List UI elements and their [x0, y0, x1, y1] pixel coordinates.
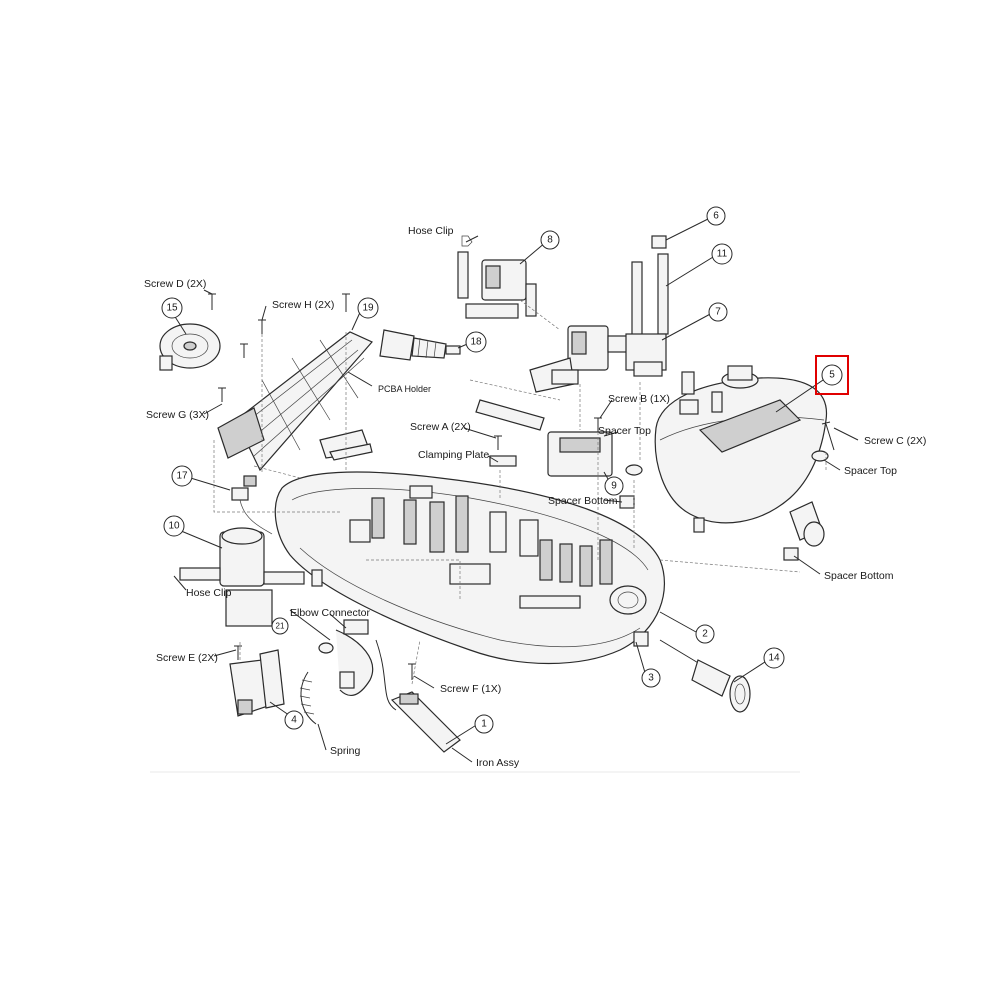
callout-6: 6: [706, 206, 726, 226]
label-spacer-top-right: Spacer Top: [844, 465, 897, 477]
callout-3: 3: [641, 668, 661, 688]
label-elbow-connector: Elbow Connector: [290, 607, 370, 619]
svg-text:10: 10: [168, 521, 180, 532]
pump-assembly: [529, 325, 629, 477]
label-spacer-bottom-right: Spacer Bottom: [824, 570, 894, 582]
callout-11: 11: [711, 243, 733, 265]
solenoid-10: [179, 527, 305, 627]
svg-text:1: 1: [481, 719, 487, 730]
svg-text:5: 5: [829, 370, 835, 381]
valve-tubes: [625, 235, 669, 377]
callout-7: 7: [708, 302, 728, 322]
label-hose-clip-top: Hose Clip: [408, 225, 454, 237]
upper-pump-8: [457, 251, 537, 319]
explode-lines: [213, 299, 827, 685]
callout-18: 18: [465, 331, 487, 353]
callout-5: 5: [821, 364, 843, 386]
label-screw-b: Screw B (1X): [608, 393, 670, 405]
label-spring: Spring: [330, 745, 361, 757]
iron-assy: [375, 639, 461, 753]
svg-text:7: 7: [715, 307, 721, 318]
callout-8: 8: [540, 230, 560, 250]
callout-10: 10: [163, 515, 185, 537]
bracket-4: [229, 649, 285, 717]
spring-hose: [299, 629, 374, 725]
svg-text:4: 4: [291, 715, 297, 726]
svg-text:3: 3: [648, 673, 654, 684]
leader-lines: [171, 215, 859, 763]
callout-17: 17: [171, 465, 193, 487]
svg-text:8: 8: [547, 235, 553, 246]
svg-text:21: 21: [276, 622, 285, 631]
label-spacer-bottom-left: Spacer Bottom: [548, 495, 618, 507]
probe-14: [659, 639, 751, 713]
callout-15: 15: [161, 297, 183, 319]
callout-14: 14: [763, 647, 785, 669]
svg-text:6: 6: [713, 211, 719, 222]
small-parts: [208, 235, 835, 680]
label-screw-h: Screw H (2X): [272, 299, 334, 311]
label-screw-f: Screw F (1X): [440, 683, 501, 695]
callout-19: 19: [357, 297, 379, 319]
svg-text:2: 2: [702, 629, 708, 640]
svg-text:17: 17: [176, 471, 188, 482]
wheel-part-15: [159, 323, 221, 371]
label-screw-a: Screw A (2X): [410, 421, 471, 433]
label-pcba-holder: PCBA Holder: [378, 384, 431, 394]
label-screw-g: Screw G (3X): [146, 409, 209, 421]
svg-text:14: 14: [768, 653, 780, 664]
callout-21: 21: [271, 617, 289, 635]
label-screw-c: Screw C (2X): [864, 435, 926, 447]
boiler-tank: [654, 365, 828, 547]
label-clamping-plate: Clamping Plate: [418, 449, 489, 461]
callout-4: 4: [284, 710, 304, 730]
label-hose-clip-left: Hose Clip: [186, 587, 232, 599]
svg-text:18: 18: [470, 337, 482, 348]
svg-text:15: 15: [166, 303, 178, 314]
callout-1: 1: [474, 714, 494, 734]
base-housing: [274, 471, 665, 665]
svg-text:19: 19: [362, 303, 374, 314]
svg-text:11: 11: [717, 249, 728, 260]
callout-5-highlight-box: [815, 355, 849, 395]
label-screw-d: Screw D (2X): [144, 278, 206, 290]
plug-18: [379, 329, 461, 361]
label-spacer-top-left: Spacer Top: [598, 425, 651, 437]
svg-text:9: 9: [611, 481, 617, 492]
callout-2: 2: [695, 624, 715, 644]
label-iron-assy: Iron Assy: [476, 757, 520, 769]
label-screw-e: Screw E (2X): [156, 652, 218, 664]
callout-9: 9: [604, 476, 624, 496]
